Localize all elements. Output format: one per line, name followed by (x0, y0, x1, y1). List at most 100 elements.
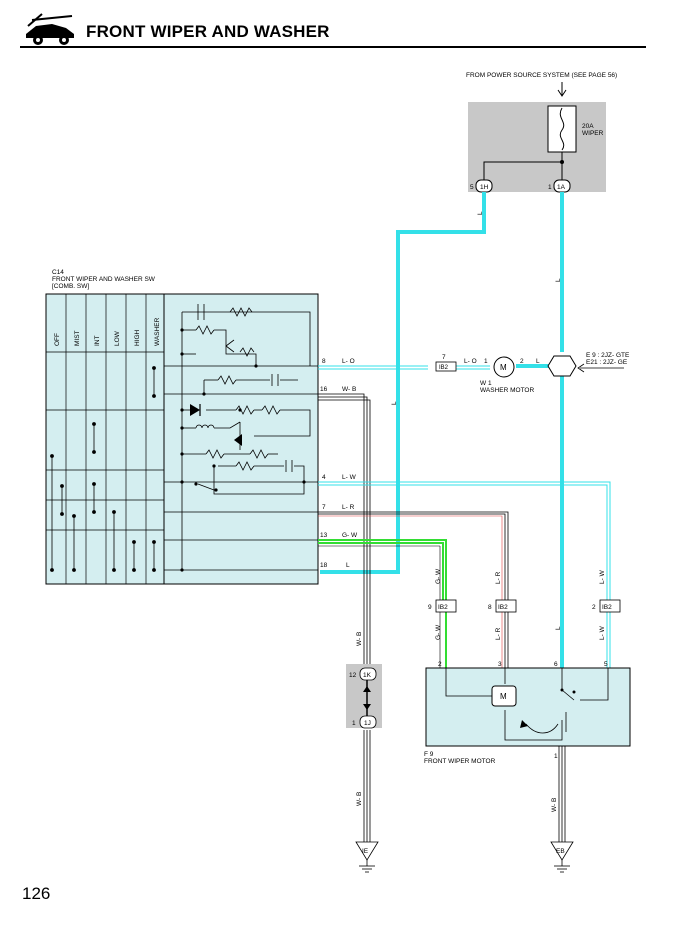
svg-text:1H: 1H (480, 184, 489, 191)
svg-text:LOW: LOW (114, 330, 121, 346)
wiper-motor-symbol (491, 685, 517, 707)
svg-text:6: 6 (554, 661, 558, 668)
svg-text:G- W: G- W (435, 568, 442, 584)
ib2-connectors: IB2 9 IB2 8 IB2 2 (428, 599, 621, 613)
svg-text:3: 3 (498, 661, 502, 668)
svg-text:L: L (536, 358, 540, 365)
wiper-motor-code: F 9 (424, 751, 434, 758)
svg-text:L- W: L- W (342, 474, 357, 481)
svg-text:1A: 1A (557, 184, 566, 191)
switch-contacts (50, 366, 156, 572)
power-source-note: FROM POWER SOURCE SYSTEM (SEE PAGE 56) (466, 72, 617, 79)
svg-text:L: L (555, 626, 562, 630)
car-logo-icon (26, 13, 74, 45)
switch-circuit-nodes (180, 328, 306, 572)
wire-lr (318, 511, 509, 668)
transistor-icon (234, 434, 242, 446)
washer-motor-code: W 1 (480, 380, 492, 387)
cam-arrow-icon (520, 720, 528, 728)
page-title: FRONT WIPER AND WASHER (86, 22, 330, 41)
wire-wb (318, 393, 371, 842)
title-rule (20, 46, 646, 48)
svg-text:MIST: MIST (74, 330, 81, 346)
wire-gw (318, 539, 447, 668)
fuse-element-icon (559, 107, 565, 151)
svg-text:18: 18 (320, 562, 328, 569)
svg-text:IB2: IB2 (498, 604, 508, 611)
svg-text:12: 12 (349, 672, 357, 679)
svg-text:WASHER: WASHER (154, 317, 161, 346)
splice-label-1: E 9 : 2JZ- GTE (586, 352, 630, 359)
connector-ib2-washer (435, 361, 457, 372)
svg-text:M: M (500, 692, 507, 701)
svg-text:2: 2 (520, 358, 524, 365)
switch-grid (46, 294, 164, 584)
svg-text:16: 16 (320, 386, 328, 393)
wiper-motor-box (425, 667, 631, 747)
svg-text:8: 8 (322, 358, 326, 365)
svg-text:L- W: L- W (599, 569, 606, 584)
wire-l-cyan (320, 192, 564, 668)
fuse-name: WIPER (582, 130, 604, 137)
svg-text:L: L (346, 562, 350, 569)
svg-text:G- W: G- W (342, 532, 358, 539)
wire-lw (318, 481, 611, 668)
svg-text:L- R: L- R (495, 627, 502, 640)
wiper-motor-name: FRONT WIPER MOTOR (424, 758, 496, 765)
svg-text:1: 1 (548, 184, 552, 191)
svg-text:W- B: W- B (551, 798, 558, 812)
svg-text:L- O: L- O (464, 358, 477, 365)
svg-text:IB2: IB2 (439, 365, 449, 371)
svg-text:W- B: W- B (342, 386, 356, 393)
svg-text:M: M (500, 363, 507, 372)
wire-lo (318, 365, 490, 370)
svg-text:L- O: L- O (342, 358, 355, 365)
svg-text:9: 9 (428, 604, 432, 611)
svg-text:5: 5 (470, 184, 474, 191)
svg-text:4: 4 (322, 474, 326, 481)
svg-text:5: 5 (604, 661, 608, 668)
wiper-motor-circuit (445, 668, 609, 741)
svg-text:1: 1 (352, 720, 356, 727)
svg-text:8: 8 (488, 604, 492, 611)
svg-text:1: 1 (554, 753, 558, 760)
svg-text:2: 2 (438, 661, 442, 668)
svg-text:IE: IE (362, 848, 369, 855)
svg-text:L: L (477, 211, 484, 215)
fuse-symbol (547, 105, 577, 153)
page-number: 126 (22, 884, 51, 903)
ground-ie: IE (355, 841, 379, 873)
splice-arrow-icon (577, 363, 585, 373)
fuse-box (468, 102, 606, 192)
switch-internal-circuit (164, 304, 318, 571)
switch-position-labels: OFF MIST INT LOW HIGH WASHER (54, 317, 161, 346)
svg-text:2: 2 (592, 604, 596, 611)
diode-icon (190, 404, 200, 416)
svg-text:7: 7 (322, 504, 326, 511)
svg-text:OFF: OFF (54, 333, 61, 346)
washer-motor-name: WASHER MOTOR (480, 387, 534, 394)
svg-text:W- B: W- B (356, 632, 363, 646)
washer-motor-symbol (493, 356, 515, 378)
switch-sub: [COMB. SW] (52, 283, 89, 290)
svg-text:1J: 1J (364, 720, 371, 727)
power-arrow-icon (557, 89, 567, 97)
svg-text:7: 7 (442, 354, 446, 361)
svg-text:L- W: L- W (599, 625, 606, 640)
wire-labels: G- W L- R L- W G- W L- R L- W W- B W- B … (356, 568, 606, 812)
splice-label-2: E21 : 2JZ- GE (586, 359, 628, 366)
svg-text:L- R: L- R (342, 504, 355, 511)
splice-point (547, 355, 577, 377)
ground-eb: EB (550, 841, 574, 873)
svg-text:G- W: G- W (435, 624, 442, 640)
switch-pin-labels: 8 L- O 16 W- B 4 L- W 7 L- R 13 G- W 18 … (320, 358, 358, 569)
svg-text:L: L (555, 278, 562, 282)
svg-text:L: L (391, 401, 398, 405)
switch-name: FRONT WIPER AND WASHER SW (52, 276, 156, 283)
fuse-rating: 20A (582, 123, 594, 130)
svg-text:1K: 1K (363, 672, 372, 679)
svg-text:IB2: IB2 (438, 604, 448, 611)
svg-text:EB: EB (556, 848, 565, 855)
svg-text:L- R: L- R (495, 571, 502, 584)
